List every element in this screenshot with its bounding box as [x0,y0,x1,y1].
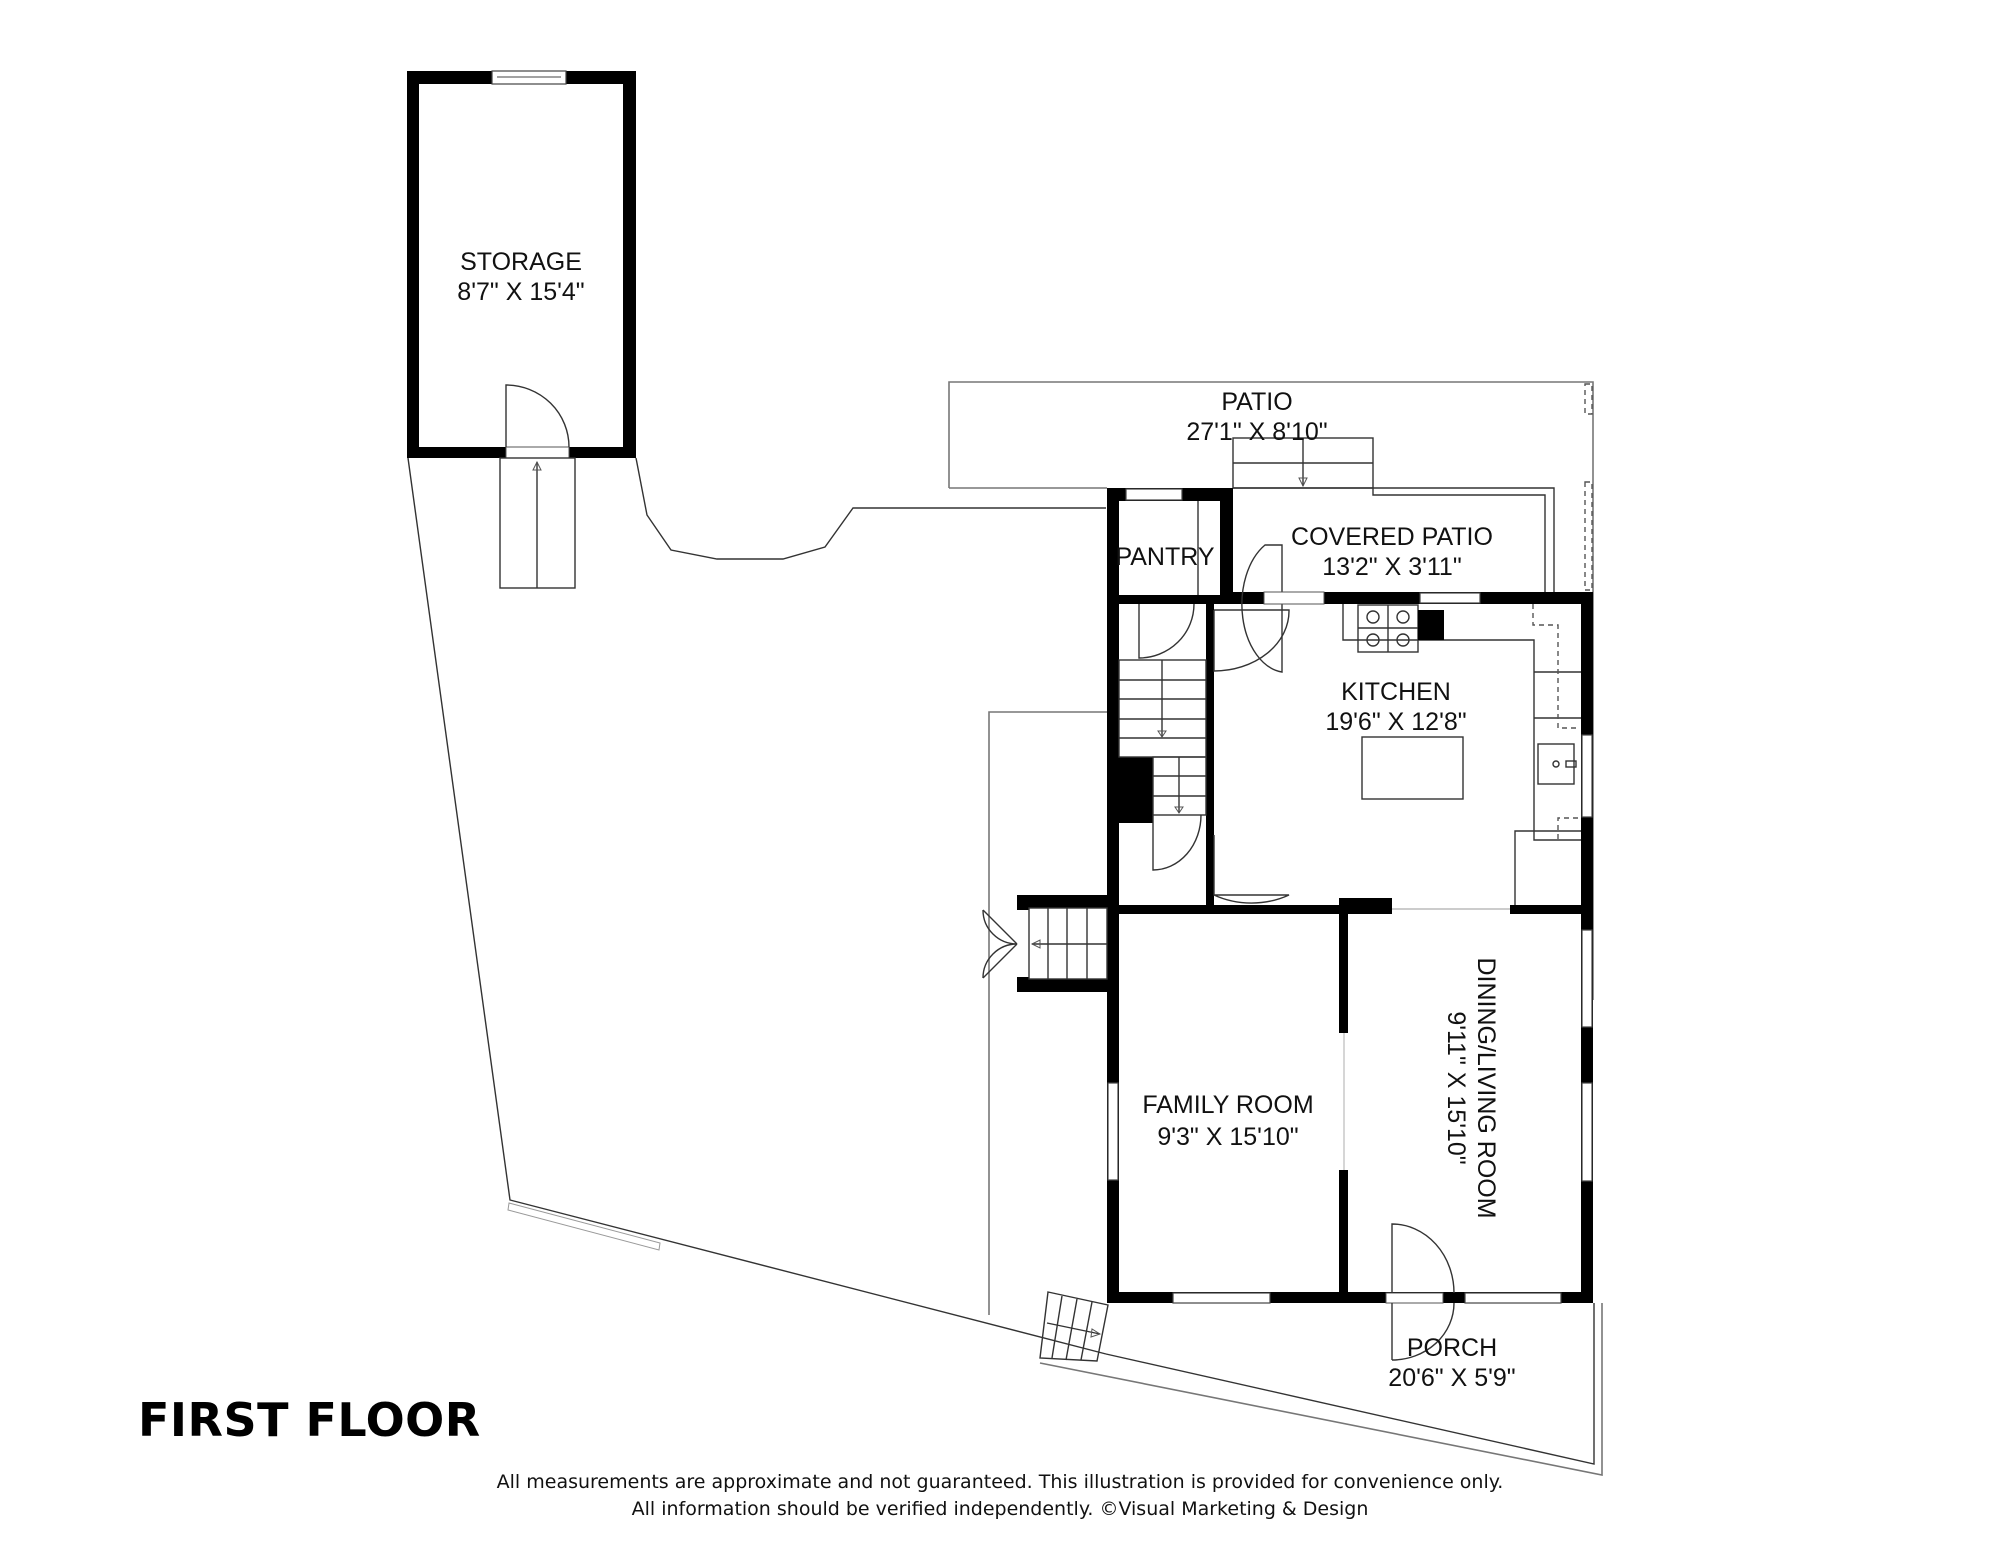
storage-steps [499,457,576,589]
lot-outline [407,457,1107,1355]
room-labels: STORAGE 8'7" X 15'4" PATIO 27'1" X 8'10"… [457,248,1515,1392]
stove-icon [1357,604,1419,653]
interior-stairs [1118,659,1207,816]
porch-steps [1039,1291,1109,1362]
refrigerator [1418,610,1444,640]
disclaimer-line-1: All measurements are approximate and not… [496,1471,1504,1493]
kitchen-label: KITCHEN [1341,678,1451,706]
kitchen-dims: 19'6" X 12'8" [1325,708,1466,736]
basement-entry [982,895,1108,992]
patio-label: PATIO [1221,388,1292,416]
kitchen-island [1361,736,1464,800]
pantry-label: PANTRY [1115,543,1214,571]
family-room-label: FAMILY ROOM [1142,1091,1313,1119]
storage-dims: 8'7" X 15'4" [457,278,584,306]
floor-title: FIRST FLOOR [138,1393,481,1447]
porch-dims: 20'6" X 5'9" [1388,1364,1515,1392]
covered-patio-label: COVERED PATIO [1291,523,1493,551]
window [491,70,567,85]
windows [1107,592,1593,1304]
storage-label: STORAGE [460,248,582,276]
storage-room [407,70,636,589]
dining-living-dims: 9'11" X 15'10" [1442,1011,1470,1164]
kitchen-fixtures [1342,604,1581,905]
doors [1138,544,1455,1294]
door [505,384,570,459]
porch [1039,1291,1603,1476]
house-walls [1107,488,1593,1303]
covered-patio [1220,487,1555,603]
sink-icon [1537,743,1577,785]
disclaimer-line-2: All information should be verified indep… [631,1498,1369,1520]
family-room-dims: 9'3" X 15'10" [1157,1123,1298,1151]
pantry [1107,488,1233,604]
patio-dims: 27'1" X 8'10" [1186,418,1327,446]
dining-living-label: DINING/LIVING ROOM [1472,957,1500,1218]
covered-patio-dims: 13'2" X 3'11" [1322,553,1461,581]
porch-label: PORCH [1407,1334,1497,1362]
